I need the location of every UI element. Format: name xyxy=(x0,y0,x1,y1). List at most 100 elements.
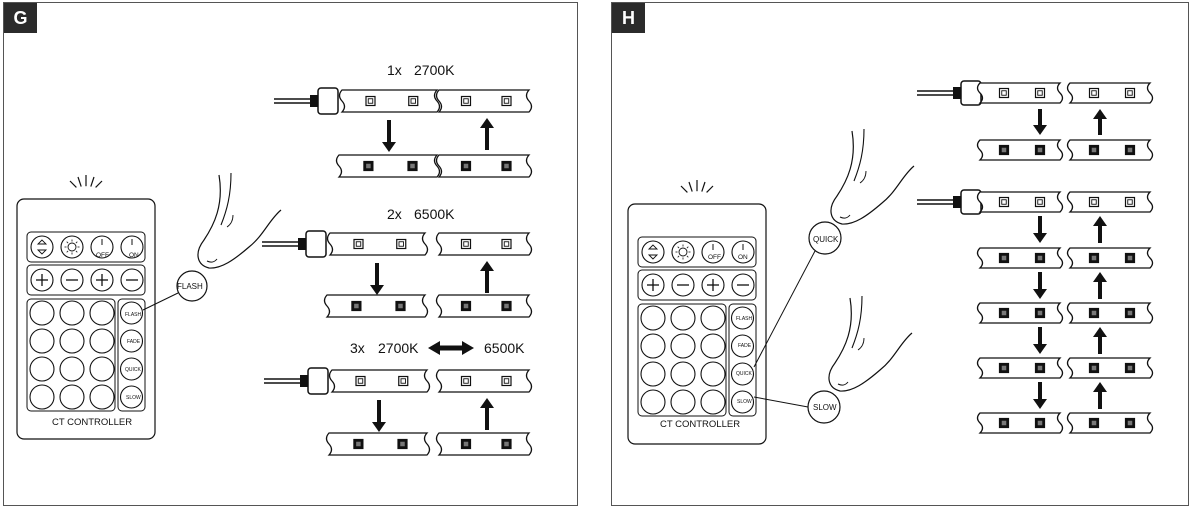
knuckle-line xyxy=(226,214,234,228)
keypad-button xyxy=(89,356,115,382)
led-chip-inner xyxy=(463,241,469,247)
callout-leader xyxy=(142,292,179,311)
strip-lit xyxy=(325,432,431,456)
remote-fade-label-h: FADE xyxy=(738,343,752,349)
remote-body xyxy=(16,198,156,440)
strip-body xyxy=(335,154,441,178)
keypad-button xyxy=(700,333,726,359)
knuckle-line xyxy=(857,337,865,351)
strip-body xyxy=(325,432,431,456)
led-chip xyxy=(398,375,409,387)
strip-body xyxy=(976,191,1064,213)
led-chip-inner xyxy=(1001,199,1007,205)
panel-badge-h: H xyxy=(612,3,645,33)
panel-h-illustration: QUICK SLOW CT CONTROLLER OFF ON FLASH FA… xyxy=(627,80,1154,445)
connector-plug xyxy=(307,367,329,395)
slow-button xyxy=(730,390,755,414)
led-chip-inner xyxy=(463,163,469,169)
quick-callout xyxy=(808,221,842,255)
remote-slow-label: SLOW xyxy=(126,395,141,401)
remote-on-label-h: ON xyxy=(738,254,748,261)
flash-callout xyxy=(176,270,208,302)
led-chip-inner xyxy=(1127,147,1133,153)
led-chip-inner xyxy=(366,163,371,169)
strip-body xyxy=(1066,191,1154,213)
led-chip-inner xyxy=(1091,147,1097,153)
keypad-button xyxy=(89,300,115,326)
sun-ray xyxy=(75,250,78,253)
strip-off xyxy=(1066,82,1154,104)
keypad-button xyxy=(29,300,55,326)
strip-body xyxy=(976,357,1064,379)
led-chip-inner xyxy=(504,163,509,169)
keypad-button xyxy=(89,384,115,410)
connector-clip xyxy=(300,375,308,387)
led-chip-inner xyxy=(1127,365,1133,371)
remote-slow-label-h: SLOW xyxy=(737,399,752,405)
led-chip-inner xyxy=(1091,199,1097,205)
sun-glyph xyxy=(647,244,659,260)
led-chip xyxy=(353,238,364,250)
power-off-button xyxy=(90,235,114,259)
connector-plug xyxy=(305,230,327,258)
strip-body xyxy=(435,369,533,393)
pointing-hand-slow xyxy=(828,295,913,392)
led-chip xyxy=(460,238,472,250)
callout-leader xyxy=(753,250,816,368)
row3-temp-a: 2700K xyxy=(378,340,419,356)
led-chip-inner xyxy=(367,98,374,104)
hand-outline xyxy=(197,174,282,269)
signal-ray xyxy=(688,181,693,192)
keypad-button xyxy=(640,305,666,331)
keypad-button xyxy=(670,361,696,387)
led-chip-inner xyxy=(1001,420,1007,426)
arrow-up xyxy=(1093,216,1107,243)
strip-lit xyxy=(1066,412,1154,434)
strip-off xyxy=(976,82,1064,104)
led-chip xyxy=(408,95,419,107)
strip-off xyxy=(326,232,429,256)
keypad-button xyxy=(640,333,666,359)
strip-lit xyxy=(323,294,429,318)
led-chip-inner xyxy=(400,441,405,447)
led-chip xyxy=(1124,87,1136,99)
keypad-button xyxy=(640,389,666,415)
led-chip-inner xyxy=(1037,420,1043,426)
remote-mode-column xyxy=(728,303,757,417)
row3-count: 3x xyxy=(350,340,365,356)
led-chip xyxy=(998,87,1010,99)
keypad-button xyxy=(640,361,666,387)
row2-temp: 6500K xyxy=(414,206,455,222)
fingernail xyxy=(837,381,849,386)
fingernail xyxy=(206,258,218,263)
strip-lit xyxy=(976,247,1064,269)
finger-outline xyxy=(220,172,232,226)
arrow-down xyxy=(372,400,386,432)
led-chip-inner xyxy=(463,303,469,309)
fade-button xyxy=(119,329,144,353)
signal-ray xyxy=(95,180,103,188)
signal-ray xyxy=(680,185,688,193)
brightness-up-icon xyxy=(30,235,54,259)
strip-body xyxy=(1066,247,1154,269)
keypad-button xyxy=(59,356,85,382)
keypad-button xyxy=(700,361,726,387)
led-chip-inner xyxy=(410,163,415,169)
led-chip xyxy=(501,375,512,387)
strip-body xyxy=(435,432,533,456)
connector-clip xyxy=(953,87,961,99)
arrow-down xyxy=(1033,109,1047,135)
sun-glyph xyxy=(67,242,77,252)
strip-body xyxy=(976,247,1064,269)
strip-body xyxy=(1066,82,1154,104)
strip-off xyxy=(1066,191,1154,213)
power-on-button xyxy=(731,240,755,264)
led-chip xyxy=(1088,196,1100,208)
strip-body xyxy=(976,412,1064,434)
keypad-button xyxy=(59,384,85,410)
led-chip xyxy=(1034,196,1046,208)
led-chip-inner xyxy=(1127,420,1133,426)
connector-h2 xyxy=(917,189,982,215)
strip-body xyxy=(323,294,429,318)
double-arrow xyxy=(428,341,474,355)
